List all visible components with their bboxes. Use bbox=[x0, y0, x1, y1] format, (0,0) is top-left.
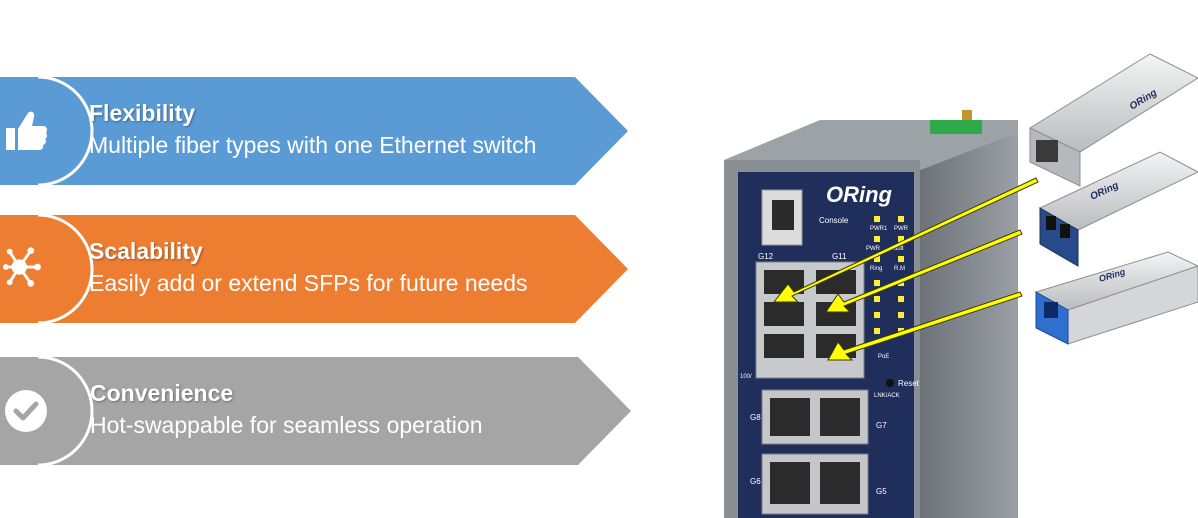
ethernet-switch: ORing Console G12 G11 PWR1 PWR PWR ault … bbox=[724, 110, 1018, 518]
check-circle-icon bbox=[2, 387, 50, 435]
flexibility-banner: Flexibility Multiple fiber types with on… bbox=[0, 77, 630, 185]
banner-title: Scalability bbox=[89, 238, 203, 264]
pointer-arrow bbox=[825, 229, 1023, 313]
product-illustration: ORing Console G12 G11 PWR1 PWR PWR ault … bbox=[724, 53, 1198, 518]
banner-title: Convenience bbox=[90, 380, 234, 406]
led-ring-label: Ring bbox=[870, 266, 882, 272]
port-g6-label: G6 bbox=[750, 477, 761, 486]
led-pwr2-label: PWR bbox=[866, 246, 881, 252]
rj45-ports bbox=[761, 389, 869, 515]
port-g7-label: G7 bbox=[876, 421, 887, 430]
reset-label: Reset bbox=[898, 379, 920, 388]
switch-brand: ORing bbox=[826, 182, 893, 207]
banner-title: Flexibility bbox=[89, 100, 196, 126]
sfp-module-duplex: ORing bbox=[1038, 151, 1198, 267]
led-poe-label: PoE bbox=[878, 354, 889, 360]
lnk-ack-label: LNK/ACK bbox=[874, 393, 900, 399]
pointer-arrow bbox=[827, 291, 1023, 361]
banner-description: Easily add or extend SFPs for future nee… bbox=[89, 270, 528, 296]
sfp-module-bidi: ORing bbox=[1034, 251, 1198, 345]
terminal-block bbox=[930, 120, 982, 134]
banner-description: Multiple fiber types with one Ethernet s… bbox=[89, 132, 537, 158]
pointer-arrow bbox=[772, 177, 1039, 303]
scalability-banner: Scalability Easily add or extend SFPs fo… bbox=[0, 215, 630, 323]
speed-label: 100/ bbox=[740, 374, 752, 380]
port-g12-label: G12 bbox=[758, 252, 774, 261]
led-fault-label: ault bbox=[894, 246, 904, 252]
banner-arrow-shape bbox=[0, 77, 628, 185]
banner-arrow-shape bbox=[0, 215, 628, 323]
convenience-banner: Convenience Hot-swappable for seamless o… bbox=[0, 357, 632, 465]
thumbs-up-icon bbox=[2, 107, 50, 155]
banner-description: Hot-swappable for seamless operation bbox=[90, 412, 483, 438]
led-pwr1-label: PWR1 bbox=[870, 226, 888, 232]
console-label: Console bbox=[819, 216, 849, 225]
port-g8-label: G8 bbox=[750, 413, 761, 422]
port-g11-label: G11 bbox=[832, 252, 847, 261]
led-rm-label: R.M bbox=[894, 266, 905, 272]
pointer-arrows bbox=[772, 177, 1039, 361]
banner-arrow-shape bbox=[0, 357, 631, 465]
network-hub-icon bbox=[2, 243, 50, 291]
led-pwr-label: PWR bbox=[894, 226, 909, 232]
port-g5-label: G5 bbox=[876, 487, 887, 496]
sfp-module-copper: ORing bbox=[1028, 53, 1198, 187]
